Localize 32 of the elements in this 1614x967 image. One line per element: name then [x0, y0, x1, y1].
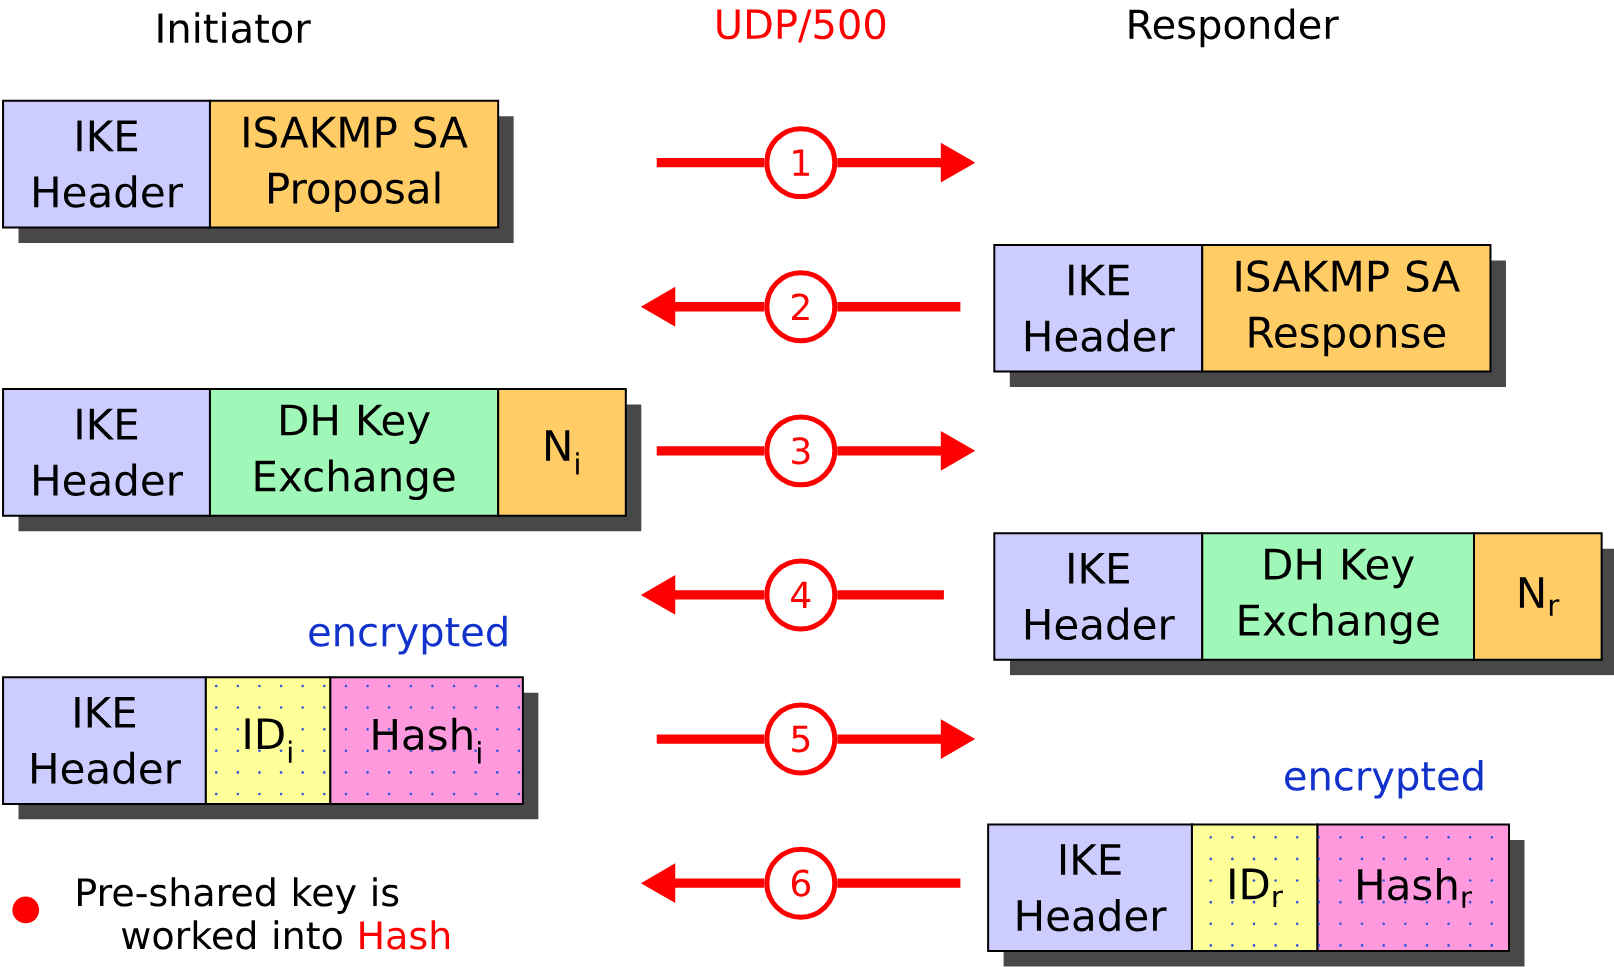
payload-field: DH Key Exchange	[1201, 532, 1475, 661]
encrypted-note: encrypted	[309, 615, 507, 655]
step-number: 6	[764, 846, 838, 920]
column-heading: Initiator	[158, 12, 311, 44]
step-number: 4	[764, 558, 838, 632]
payload-field: ID$_{i}$	[245, 718, 292, 763]
step-number: 3	[764, 414, 838, 488]
payload-field: DH Key Exchange	[208, 388, 500, 517]
header-field: IKE Header	[993, 532, 1204, 661]
payload-field	[329, 676, 524, 805]
header-field: IKE Header	[987, 823, 1193, 953]
encrypted-note: encrypted	[1285, 759, 1483, 799]
payload-field: ISAKMP SA Proposal	[208, 99, 500, 229]
header-field: IKE Header	[993, 243, 1204, 373]
column-heading: Responder	[1129, 8, 1339, 48]
step-number: 1	[764, 126, 838, 200]
payload-field	[1316, 823, 1510, 953]
column-heading: UDP/500	[717, 9, 886, 43]
header-field: IKE Header	[2, 676, 207, 805]
payload-field: ID$_{r}$	[1230, 868, 1283, 908]
payload-field	[1190, 823, 1319, 953]
payload-field: ISAKMP SA Response	[1201, 243, 1492, 373]
payload-field: Hash$_{i}$	[373, 717, 481, 764]
step-number: 2	[764, 270, 838, 344]
header-field: IKE Header	[2, 99, 211, 229]
step-number: 5	[764, 702, 838, 776]
payload-field: Hash$_{r}$	[1358, 867, 1472, 908]
payload-field: N$_{r}$	[1473, 532, 1603, 661]
bullet-text: Pre-shared key is worked into Hash	[78, 877, 450, 950]
header-field: IKE Header	[2, 388, 211, 517]
payload-field: N$_{i}$	[497, 388, 627, 517]
payload-field	[204, 676, 332, 805]
